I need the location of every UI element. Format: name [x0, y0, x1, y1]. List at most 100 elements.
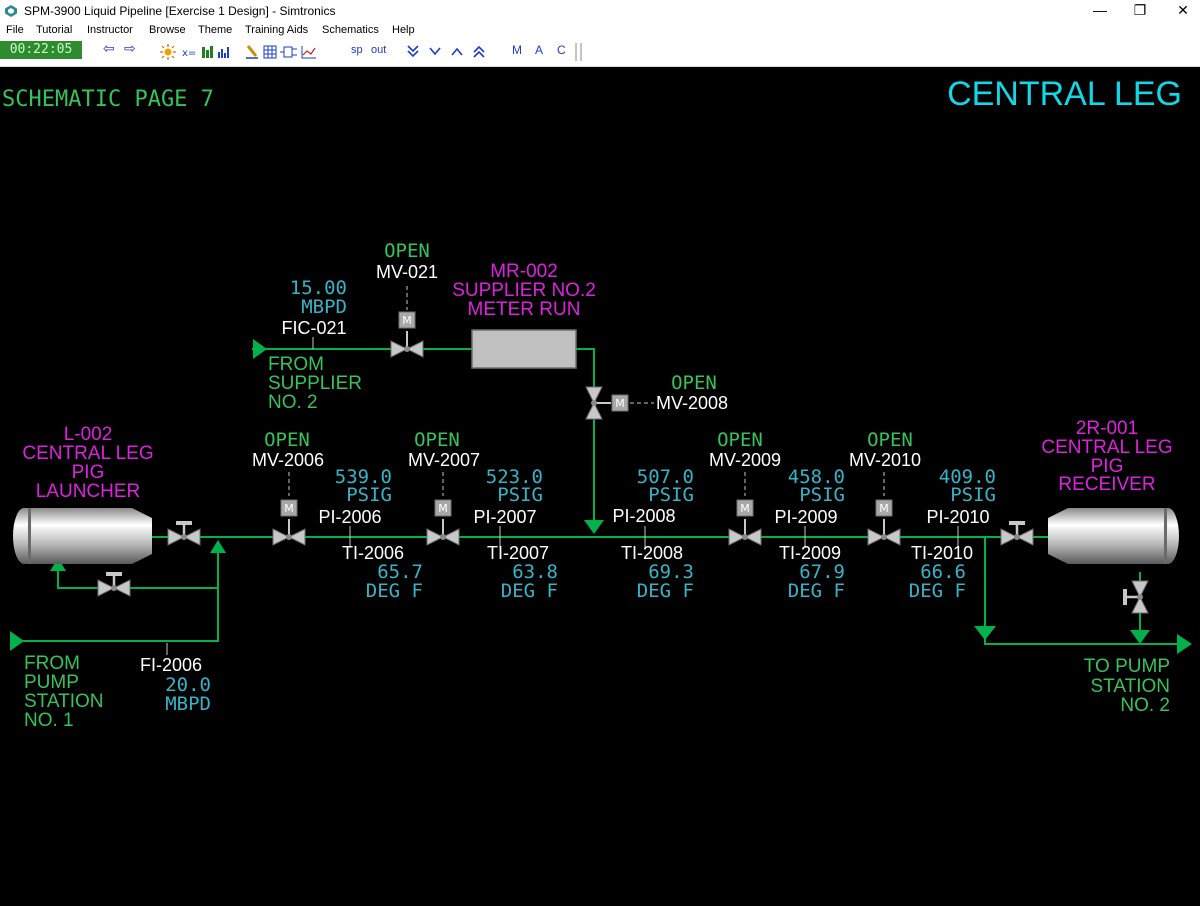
pi-2010-tag: PI-2010 [926, 507, 989, 527]
arrow-bypass-up [50, 558, 66, 571]
mv-2006-tag: MV-2006 [252, 450, 324, 470]
flow-diagram-icon[interactable] [280, 46, 297, 58]
ti-2009-unit: DEG F [788, 580, 845, 602]
equipment-tags: L-002 CENTRAL LEG PIG LAUNCHER 2R-001 CE… [22, 261, 1172, 502]
fast-down-icon[interactable] [407, 45, 419, 58]
cascade-mode-button[interactable]: C [557, 43, 566, 57]
close-button[interactable]: ✕ [1177, 2, 1189, 18]
receiver-name-3: RECEIVER [1058, 474, 1155, 495]
minimize-button[interactable]: — [1093, 2, 1107, 18]
to-pump-2: STATION [1090, 676, 1170, 697]
pig-launcher-vessel[interactable] [13, 508, 152, 564]
fi-2006-value: 20.0 [165, 674, 211, 696]
maximize-button[interactable]: ❐ [1133, 2, 1147, 18]
flow-arrows [10, 339, 1192, 654]
ti-2007-tag: TI-2007 [487, 543, 549, 563]
menu-instructor[interactable]: Instructor [87, 24, 133, 36]
variable-x-icon[interactable]: x= [182, 48, 196, 59]
outlet-line [984, 537, 1187, 645]
launcher-name-1: CENTRAL LEG [22, 443, 153, 464]
toolbar: 00:22:05 ⇦ ⇨ x= sp out [0, 40, 1200, 67]
receiver-inlet-valve[interactable] [1000, 519, 1034, 546]
arrow-to-pump [1177, 634, 1192, 654]
auto-mode-button[interactable]: A [535, 43, 544, 57]
instrument-leaders [166, 286, 959, 655]
ti-2009-tag: TI-2009 [779, 543, 841, 563]
menu-training-aids[interactable]: Training Aids [245, 24, 309, 36]
mv-2009-valve[interactable] [728, 499, 762, 546]
svg-text:x=: x= [182, 48, 196, 59]
slow-up-icon[interactable] [451, 47, 463, 56]
slow-down-icon[interactable] [429, 47, 441, 56]
arrow-from-pump [10, 631, 24, 651]
motor-letter: M [740, 502, 750, 515]
pi-2007-value: 523.0 [486, 466, 543, 488]
pig-receiver-vessel[interactable] [1048, 508, 1179, 564]
pi-2007-tag: PI-2007 [473, 507, 536, 527]
mv-2008-tag: MV-2008 [656, 393, 728, 413]
back-arrow-icon[interactable]: ⇦ [103, 40, 115, 56]
fast-up-icon[interactable] [473, 45, 485, 58]
menu-browse[interactable]: Browse [149, 24, 186, 36]
location-labels: FROM SUPPLIER NO. 2 FROM PUMP STATION NO… [24, 354, 1170, 731]
ti-2010-value: 66.6 [920, 561, 966, 583]
mv-2008-valve[interactable] [585, 386, 629, 420]
fic-021-value: 15.00 [290, 277, 347, 299]
sun-icon[interactable] [160, 44, 176, 60]
arrow-from-supplier [253, 339, 267, 359]
toolbar-separator [575, 43, 582, 61]
ti-2010-unit: DEG F [909, 580, 966, 602]
launcher-outlet-valve[interactable] [167, 519, 201, 546]
menu-tutorial[interactable]: Tutorial [36, 24, 73, 36]
ti-2009-value: 67.9 [799, 561, 845, 583]
arrow-into-main [584, 520, 604, 534]
menu-help[interactable]: Help [392, 24, 415, 36]
menu-file[interactable]: File [6, 24, 24, 36]
line-chart-icon[interactable] [301, 46, 316, 59]
trend-bars-icon[interactable] [218, 47, 229, 58]
from-pump-2: PUMP [24, 672, 79, 693]
pi-2006-tag: PI-2006 [318, 507, 381, 527]
ti-2008-tag: TI-2008 [621, 543, 683, 563]
mv-2007-valve[interactable] [426, 499, 460, 546]
area-title: CENTRAL LEG [947, 75, 1182, 113]
output-button[interactable]: out [371, 44, 387, 56]
meter-run-box[interactable] [471, 329, 577, 369]
menu-schematics[interactable]: Schematics [322, 24, 379, 36]
app-logo-icon [5, 5, 17, 17]
arrow-drain-down [1130, 630, 1150, 644]
mv-021-status: OPEN [384, 240, 430, 262]
setpoint-button[interactable]: sp [351, 44, 363, 56]
menu-theme[interactable]: Theme [198, 24, 233, 36]
mv-2010-valve[interactable] [867, 499, 901, 546]
launcher-bypass-valve[interactable] [97, 570, 131, 597]
pi-2008-unit: PSIG [648, 484, 694, 506]
launcher-tag: L-002 [64, 424, 113, 445]
ti-2007-value: 63.8 [512, 561, 558, 583]
fi-2006-tag: FI-2006 [140, 655, 202, 675]
mv-2009-status: OPEN [717, 429, 763, 451]
ti-2008-value: 69.3 [648, 561, 694, 583]
ti-2008-unit: DEG F [637, 580, 694, 602]
pi-2009-unit: PSIG [799, 484, 845, 506]
manual-mode-button[interactable]: M [512, 43, 522, 57]
valve-statuses: OPEN OPEN OPEN OPEN OPEN OPEN [264, 240, 913, 451]
pump-inlet-line [12, 550, 219, 642]
pi-2009-tag: PI-2009 [774, 507, 837, 527]
mv-021-valve[interactable] [390, 311, 424, 358]
bar-graph-icon[interactable] [202, 46, 213, 58]
pencil-icon[interactable] [246, 45, 258, 59]
motor-letter: M [284, 502, 294, 515]
mv-2008-status: OPEN [671, 372, 717, 394]
mv-2006-valve[interactable] [272, 499, 306, 546]
motor-letter: M [438, 502, 448, 515]
simulation-clock: 00:22:05 [0, 41, 82, 59]
forward-arrow-icon[interactable]: ⇨ [124, 40, 136, 56]
mv-2009-tag: MV-2009 [709, 450, 781, 470]
fic-021-unit: MBPD [301, 296, 347, 318]
grid-icon[interactable] [263, 45, 277, 59]
pi-2006-value: 539.0 [335, 466, 392, 488]
mv-2010-tag: MV-2010 [849, 450, 921, 470]
pipe-network [12, 348, 1187, 645]
receiver-drain-valve[interactable] [1123, 580, 1149, 614]
